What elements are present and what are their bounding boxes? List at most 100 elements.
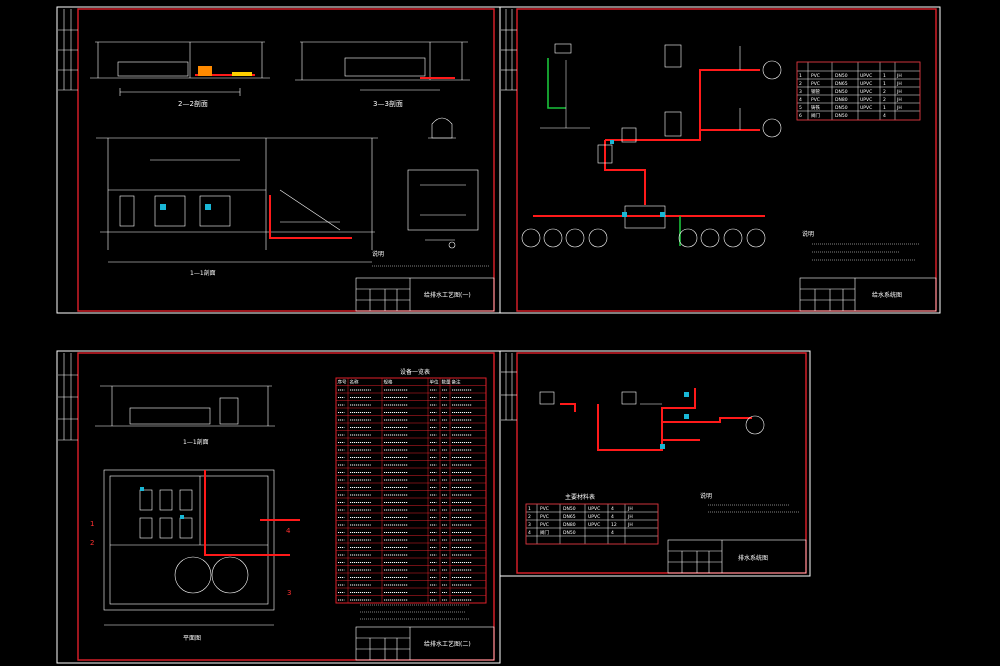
- table-cell: UPVC: [860, 81, 872, 87]
- table-cell: JH: [896, 81, 902, 87]
- table-cell: 4: [883, 113, 886, 119]
- sheet-3: 1—1剖面 1 2 3 4 平面图 设备一览表 序号名称 规格 单位数量备注: [56, 350, 501, 664]
- table-header-cell: 规格: [384, 379, 393, 386]
- section-3-3-label: 3—3剖面: [373, 99, 403, 108]
- table-cell: PVC: [540, 506, 549, 512]
- table-cell: DN65: [563, 514, 576, 520]
- table-header-cell: 备注: [452, 379, 461, 386]
- plan-marker-4: 4: [286, 527, 291, 535]
- table-cell: 3: [528, 522, 531, 528]
- table-cell: UPVC: [588, 506, 600, 512]
- table-cell: PVC: [811, 97, 820, 103]
- table-cell: PVC: [811, 73, 820, 79]
- equipment-table: 序号名称 规格 单位数量备注: [335, 377, 487, 604]
- table-cell: DN80: [835, 97, 848, 103]
- table-cell: JH: [627, 514, 633, 520]
- table-cell: DN50: [835, 89, 848, 95]
- table-cell: 2: [883, 97, 886, 103]
- table-cell: DN50: [835, 73, 848, 79]
- note-heading: 说明: [700, 492, 712, 500]
- section-3-3-view: [295, 41, 470, 91]
- title-block-name: 给排水工艺图(一): [424, 291, 471, 299]
- table-cell: 5: [799, 105, 802, 111]
- table-cell: 4: [611, 506, 614, 512]
- binding-strip: [501, 9, 517, 91]
- note-heading: 说明: [802, 230, 814, 238]
- section-1-1-view: [96, 137, 378, 263]
- plan-markers: 1 2 3 4: [90, 520, 291, 597]
- section-1-1-label: 1—1剖面: [190, 269, 216, 277]
- table-cell: DN50: [835, 105, 848, 111]
- table-cell: 3: [799, 89, 802, 95]
- note-heading: 说明: [372, 250, 384, 258]
- table-cell: PVC: [540, 522, 549, 528]
- plan-label: 平面图: [183, 635, 201, 642]
- table-header-cell: 单位: [430, 379, 439, 386]
- title-block-name: 给水系统图: [872, 291, 902, 299]
- table-cell: JH: [896, 73, 902, 79]
- table-cell: 12: [611, 522, 617, 528]
- table-cell: JH: [627, 522, 633, 528]
- floor-plan-view: [103, 469, 275, 626]
- table-cell: 1: [883, 81, 886, 87]
- table-cell: UPVC: [588, 522, 600, 528]
- table-cell: 2: [883, 89, 886, 95]
- table-cell: 阀门: [540, 529, 549, 536]
- table-cell: DN50: [563, 530, 576, 536]
- title-block: [355, 626, 495, 661]
- section-label: 1—1剖面: [183, 438, 209, 446]
- material-table-title: 主要材料表: [565, 493, 595, 501]
- table-cell: UPVC: [860, 97, 872, 103]
- table-cell: UPVC: [588, 514, 600, 520]
- table-header-cell: 名称: [350, 379, 359, 386]
- table-cell: 4: [611, 530, 614, 536]
- table-header-cell: 数量: [442, 379, 451, 386]
- table-cell: JH: [896, 89, 902, 95]
- sheet-1: 2—2剖面 3—3剖面 1—1剖: [56, 6, 501, 314]
- title-block-name: 给排水工艺图(二): [424, 640, 471, 648]
- pump-row: [521, 228, 766, 248]
- binding-strip: [501, 353, 517, 421]
- table-cell: UPVC: [860, 89, 872, 95]
- table-cell: PVC: [811, 81, 820, 87]
- table-cell: DN65: [835, 81, 848, 87]
- plan-marker-1: 1: [90, 520, 94, 528]
- title-block-name: 排水系统图: [738, 554, 768, 562]
- water-supply-pipeline: [533, 69, 765, 217]
- table-cell: JH: [896, 97, 902, 103]
- title-block: [799, 277, 937, 312]
- table-cell: 4: [528, 530, 531, 536]
- table-cell: 6: [799, 113, 802, 119]
- table-cell: DN50: [835, 113, 848, 119]
- plan-marker-3: 3: [287, 589, 291, 597]
- section-2-2-view: [90, 41, 270, 96]
- table-cell: PVC: [540, 514, 549, 520]
- detail-views: [407, 117, 479, 249]
- table-cell: 4: [799, 97, 802, 103]
- binding-strip: [58, 9, 78, 91]
- section-2-2-label: 2—2剖面: [178, 99, 208, 108]
- equipment: [539, 391, 765, 435]
- table-cell: DN50: [563, 506, 576, 512]
- table-cell: 铸铁: [811, 104, 820, 111]
- drainage-pipeline: [560, 388, 752, 451]
- table-cell: 1: [883, 73, 886, 79]
- equipment-table-title: 设备一览表: [400, 368, 430, 376]
- table-cell: 4: [611, 514, 614, 520]
- table-cell: DN80: [563, 522, 576, 528]
- table-cell: 2: [799, 81, 802, 87]
- title-block: [355, 277, 495, 312]
- equipment: [597, 44, 782, 229]
- table-cell: 钢管: [811, 88, 820, 95]
- table-cell: 1: [799, 73, 802, 79]
- binding-strip: [58, 353, 78, 441]
- table-cell: 1: [883, 105, 886, 111]
- table-header-cell: 序号: [338, 379, 347, 386]
- title-block: [667, 539, 807, 574]
- table-cell: 阀门: [811, 112, 820, 119]
